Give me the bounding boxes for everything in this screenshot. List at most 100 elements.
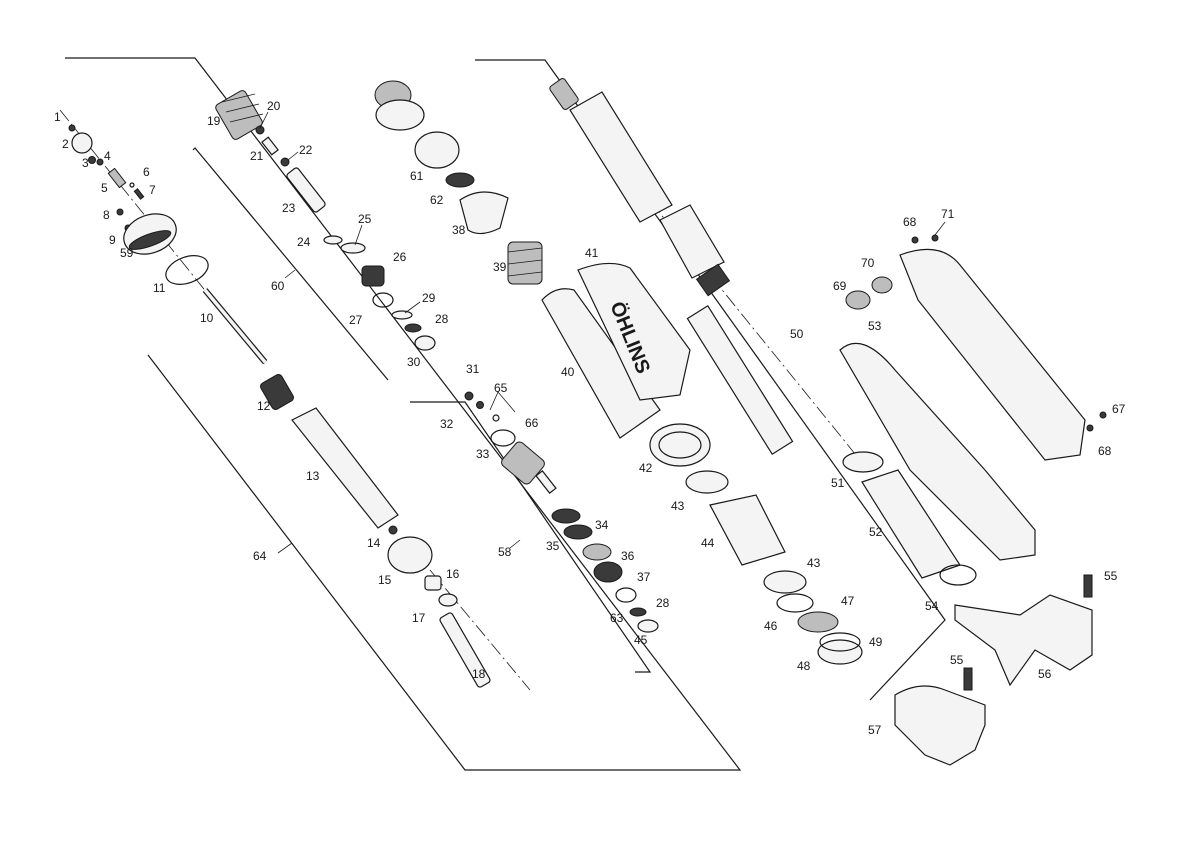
valve-stack-60 xyxy=(215,90,436,351)
part-4 xyxy=(96,158,104,166)
part-21 xyxy=(261,136,279,156)
part-19 xyxy=(215,90,263,140)
callout-35: 35 xyxy=(546,539,560,553)
part-5 xyxy=(107,167,127,189)
part-50 xyxy=(686,304,794,456)
part-11 xyxy=(165,255,209,285)
callout-24: 24 xyxy=(297,235,311,249)
callout-66: 66 xyxy=(525,416,539,430)
group-outlines xyxy=(65,57,946,771)
callout-51: 51 xyxy=(831,476,845,490)
leader-65b xyxy=(497,391,516,413)
callout-8: 8 xyxy=(103,208,110,222)
part-39-coil-b xyxy=(507,259,543,265)
part-36 xyxy=(582,543,612,561)
callout-23: 23 xyxy=(282,201,296,215)
part-59-ridge xyxy=(128,230,172,250)
part-68-upper xyxy=(911,236,919,244)
part-tube-top xyxy=(549,78,579,110)
callout-46: 46 xyxy=(764,619,778,633)
part-37 xyxy=(593,561,623,583)
lower-leg-64 xyxy=(260,373,491,688)
part-8 xyxy=(116,208,124,216)
part-13 xyxy=(291,407,399,529)
callout-70: 70 xyxy=(861,256,875,270)
part-44 xyxy=(709,494,786,566)
part-10-core xyxy=(203,288,267,364)
callout-5: 5 xyxy=(101,181,108,195)
outline-group-main xyxy=(475,59,946,701)
callout-37: 37 xyxy=(637,570,651,584)
part-28 xyxy=(404,323,422,333)
leader-65a xyxy=(489,391,499,411)
fork-tube-and-guard: ÖHLINS xyxy=(541,262,711,467)
part-24 xyxy=(323,235,343,245)
callout-60: 60 xyxy=(271,279,285,293)
part-32 xyxy=(476,401,484,409)
part-12 xyxy=(260,373,294,411)
callout-11: 11 xyxy=(153,281,166,295)
part-71 xyxy=(931,234,939,242)
callout-64: 64 xyxy=(253,549,267,563)
callout-65: 65 xyxy=(494,381,508,395)
part-48 xyxy=(817,639,863,665)
callout-6: 6 xyxy=(143,165,150,179)
callout-13: 13 xyxy=(306,469,320,483)
part-61 xyxy=(414,131,460,169)
callout-26: 26 xyxy=(393,250,407,264)
part-39 xyxy=(507,241,543,285)
callout-15: 15 xyxy=(378,573,392,587)
part-shaft-58 xyxy=(535,470,557,494)
callout-28: 28 xyxy=(435,312,449,326)
part-guard-plate xyxy=(899,248,1086,461)
upper-cap-assembly xyxy=(374,80,543,285)
part-19-coil-c xyxy=(229,113,264,123)
leader-29 xyxy=(404,301,421,314)
leader-lines xyxy=(259,111,946,554)
part-38 xyxy=(459,191,509,235)
part-27 xyxy=(372,292,394,308)
leader-60 xyxy=(284,269,296,279)
callout-48: 48 xyxy=(797,659,811,673)
part-18 xyxy=(439,612,491,688)
part-42-inner xyxy=(658,431,702,459)
part-33 xyxy=(490,429,516,447)
part-1 xyxy=(68,124,76,132)
part-15 xyxy=(387,536,433,574)
callout-61: 61 xyxy=(410,169,424,183)
callout-44: 44 xyxy=(701,536,715,550)
part-56 xyxy=(954,594,1093,687)
part-20 xyxy=(255,125,265,135)
damper-piston-58 xyxy=(464,391,659,633)
part-35 xyxy=(551,508,581,524)
callout-1: 1 xyxy=(54,110,61,124)
leader-25 xyxy=(354,224,363,246)
leader-22 xyxy=(287,151,299,161)
part-28-lower xyxy=(629,607,647,617)
part-7 xyxy=(133,188,145,200)
callout-9: 9 xyxy=(109,233,116,247)
part-17 xyxy=(438,593,458,607)
part-25 xyxy=(340,242,366,254)
part-69 xyxy=(845,290,871,310)
part-45 xyxy=(637,619,659,633)
callout-36: 36 xyxy=(621,549,635,563)
callout-54: 54 xyxy=(925,599,939,613)
part-cap-body xyxy=(375,99,425,131)
part-34 xyxy=(563,524,593,540)
axis-lower xyxy=(429,569,531,691)
guard-bracket xyxy=(839,234,1107,561)
callout-47: 47 xyxy=(841,594,855,608)
part-51 xyxy=(842,451,884,473)
part-46 xyxy=(776,593,814,613)
part-62 xyxy=(445,172,475,188)
part-47 xyxy=(797,611,839,633)
part-22 xyxy=(280,157,290,167)
callout-62: 62 xyxy=(430,193,444,207)
callout-19: 19 xyxy=(207,114,221,128)
callout-28-lower: 28 xyxy=(656,596,670,610)
part-55-upper xyxy=(1083,574,1093,598)
part-42 xyxy=(649,423,711,467)
part-54 xyxy=(939,564,977,586)
inner-tube-assembly xyxy=(549,78,977,586)
